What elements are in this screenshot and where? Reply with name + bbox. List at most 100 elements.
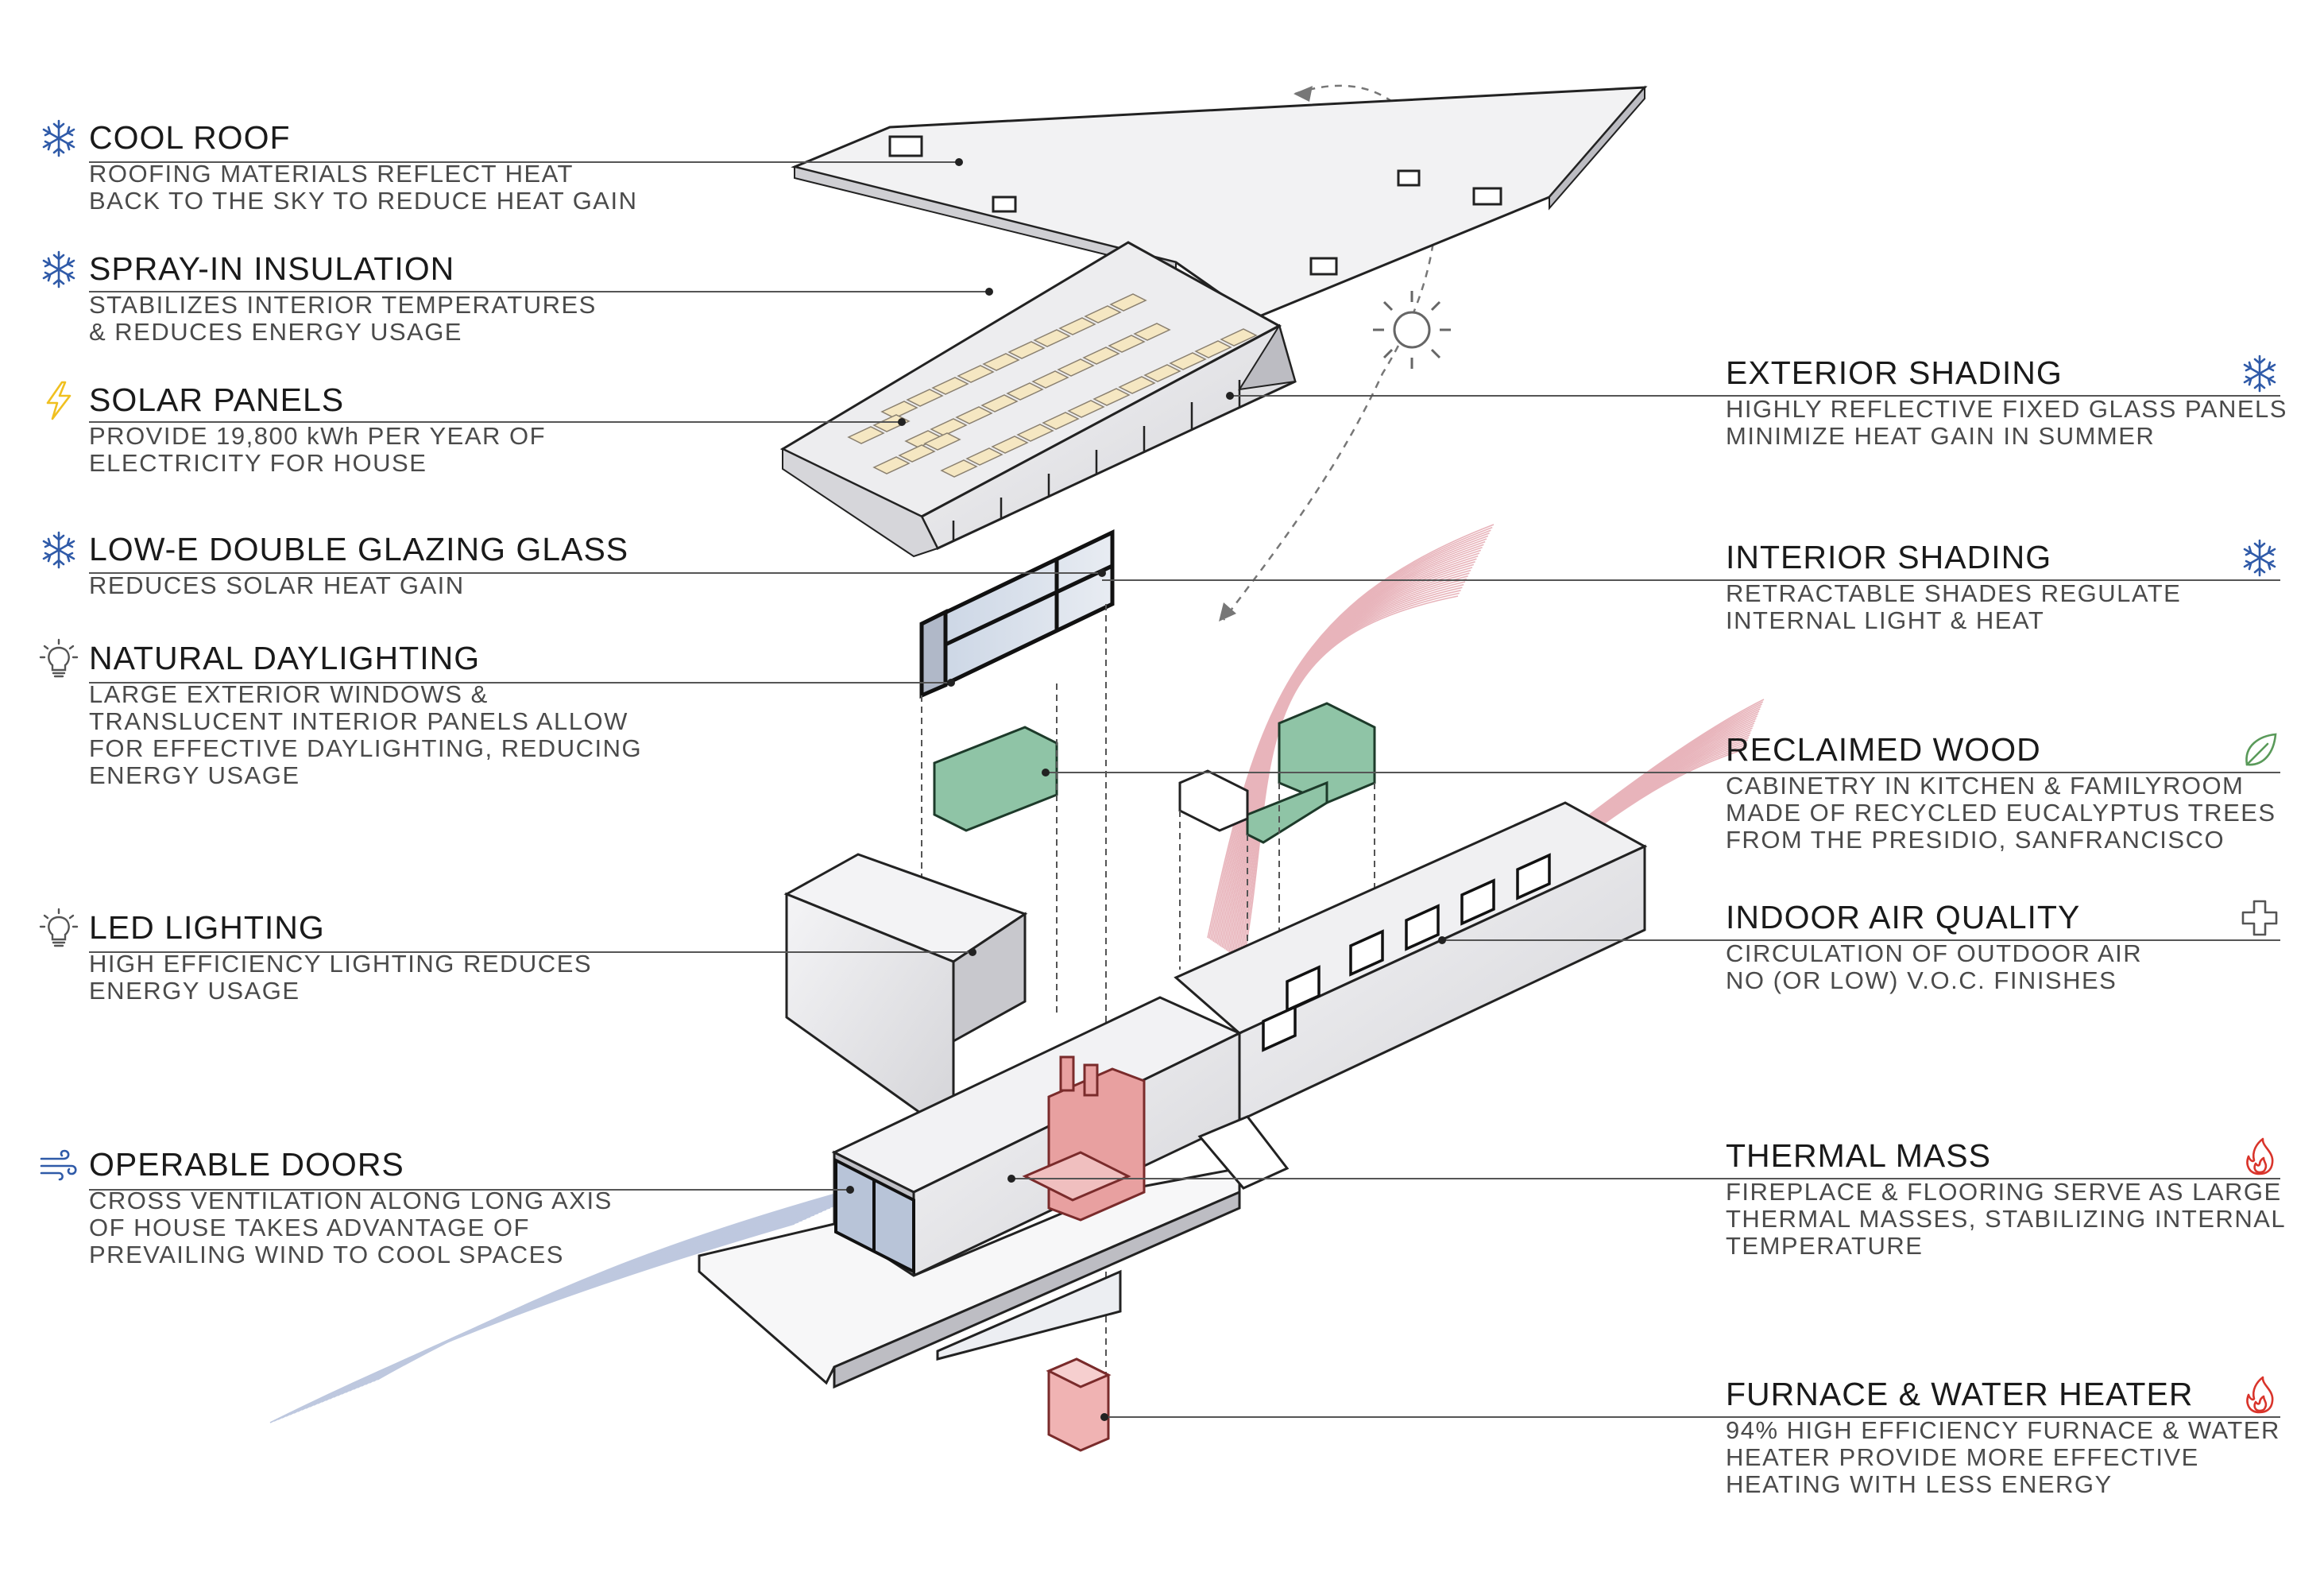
wind-stream bbox=[377, 1175, 903, 1381]
lightbulb-icon-wrapper bbox=[38, 638, 79, 684]
callout-title: NATURAL DAYLIGHTING bbox=[89, 640, 481, 676]
solar-panel bbox=[1133, 323, 1171, 341]
fireplace bbox=[1022, 1055, 1146, 1222]
solar-panel bbox=[1057, 358, 1095, 377]
callout-description: LARGE EXTERIOR WINDOWS &TRANSLUCENT INTE… bbox=[89, 681, 642, 789]
callout-description-line: TEMPERATURE bbox=[1726, 1232, 1924, 1260]
callout-title: THERMAL MASS bbox=[1726, 1137, 1991, 1174]
wind-icon bbox=[40, 1149, 77, 1181]
callout-description-line: 94% HIGH EFFICIENCY FURNACE & WATER bbox=[1726, 1416, 2280, 1444]
snowflake-icon-wrapper bbox=[38, 118, 79, 163]
callout-title: SPRAY-IN INSULATION bbox=[89, 250, 455, 287]
window bbox=[1516, 853, 1551, 900]
solar-panel bbox=[880, 401, 918, 419]
solar-panel bbox=[1033, 329, 1071, 347]
solar-panel bbox=[1143, 364, 1181, 382]
callout-description-line: LARGE EXTERIOR WINDOWS & bbox=[89, 680, 489, 708]
callout-title: LED LIGHTING bbox=[89, 909, 325, 946]
callout-description-line: PREVAILING WIND TO COOL SPACES bbox=[89, 1241, 564, 1268]
window bbox=[1349, 929, 1384, 977]
callout-description-line: OF HOUSE TAKES ADVANTAGE OF bbox=[89, 1214, 530, 1241]
callout-description-line: FIREPLACE & FLOORING SERVE AS LARGE bbox=[1726, 1178, 2282, 1206]
callout-description-line: MADE OF RECYCLED EUCALYPTUS TREES bbox=[1726, 799, 2276, 827]
callout-description-line: & REDUCES ENERGY USAGE bbox=[89, 318, 462, 346]
solar-panel bbox=[1084, 305, 1122, 323]
sun-path-arrow-bottom bbox=[1219, 602, 1236, 622]
solar-panel bbox=[982, 353, 1020, 371]
wind-icon-wrapper bbox=[38, 1144, 79, 1190]
callout-description-line: ENERGY USAGE bbox=[89, 761, 300, 789]
snowflake-icon-wrapper bbox=[2239, 537, 2280, 583]
lightbulb-icon-wrapper bbox=[38, 908, 79, 953]
leader-lines bbox=[89, 161, 2280, 1418]
counter-block bbox=[1178, 769, 1249, 832]
solar-panel bbox=[1058, 317, 1096, 335]
snowflake-icon-wrapper bbox=[38, 529, 79, 575]
callout-spray-in-insulation: SPRAY-IN INSULATION STABILIZES INTERIOR T… bbox=[89, 250, 597, 346]
projection-lines bbox=[921, 604, 1375, 1407]
callout-description-line: TRANSLUCENT INTERIOR PANELS ALLOW bbox=[89, 707, 628, 735]
solar-panel bbox=[1109, 293, 1147, 312]
leader-dots bbox=[846, 158, 1446, 1421]
callout-description-line: ENERGY USAGE bbox=[89, 977, 300, 1005]
callout-natural-daylighting: NATURAL DAYLIGHTING LARGE EXTERIOR WINDOW… bbox=[89, 640, 642, 789]
callout-title: LOW-E DOUBLE GLAZING GLASS bbox=[89, 531, 629, 567]
callout-description-line: PROVIDE 19,800 kWh PER YEAR OF bbox=[89, 422, 547, 450]
window bbox=[1262, 1005, 1297, 1052]
solar-panel bbox=[847, 426, 885, 444]
cross-icon bbox=[2241, 900, 2278, 936]
solar-panel bbox=[1082, 347, 1120, 365]
solar-panel bbox=[957, 365, 995, 383]
callout-title: EXTERIOR SHADING bbox=[1726, 354, 2063, 391]
callout-description-line: STABILIZES INTERIOR TEMPERATURES bbox=[89, 291, 597, 319]
callout-description-line: REDUCES SOLAR HEAT GAIN bbox=[89, 571, 465, 599]
callout-description: STABILIZES INTERIOR TEMPERATURES& REDUCE… bbox=[89, 292, 597, 346]
callout-title: OPERABLE DOORS bbox=[89, 1146, 404, 1183]
callout-description-line: HEATING WITH LESS ENERGY bbox=[1726, 1470, 2113, 1498]
callout-description-line: CIRCULATION OF OUTDOOR AIR bbox=[1726, 939, 2143, 967]
callout-thermal-mass: THERMAL MASS FIREPLACE & FLOORING SERVE A… bbox=[1726, 1137, 2286, 1260]
solar-panel bbox=[872, 456, 911, 474]
solar-panel bbox=[1092, 388, 1131, 406]
callout-low-e-double-glazing-glass: LOW-E DOUBLE GLAZING GLASS REDUCES SOLAR … bbox=[89, 531, 628, 599]
callout-description-line: FOR EFFECTIVE DAYLIGHTING, REDUCING bbox=[89, 734, 643, 762]
exterior-shading-fins bbox=[952, 380, 1241, 540]
lightbulb-icon bbox=[39, 908, 79, 947]
callout-title: FURNACE & WATER HEATER bbox=[1726, 1376, 2194, 1412]
wing-windows bbox=[1262, 853, 1551, 1052]
prevailing-wind-streams bbox=[269, 1175, 903, 1423]
leaf-icon-wrapper bbox=[2239, 730, 2280, 775]
callout-description-line: HIGHLY REFLECTIVE FIXED GLASS PANELS bbox=[1726, 395, 2287, 423]
flame-icon-wrapper bbox=[2239, 1136, 2280, 1181]
low-e-glazing-panel bbox=[919, 529, 1115, 699]
callout-description-line: CABINETRY IN KITCHEN & FAMILYROOM bbox=[1726, 772, 2245, 800]
callout-title: INDOOR AIR QUALITY bbox=[1726, 899, 2081, 935]
solar-panel bbox=[1108, 335, 1146, 353]
solar-panel bbox=[1194, 340, 1232, 358]
snowflake-icon bbox=[2243, 354, 2276, 393]
sun-icon bbox=[1373, 291, 1451, 369]
callout-description-line: BACK TO THE SKY TO REDUCE HEAT GAIN bbox=[89, 187, 638, 215]
cross-icon-wrapper bbox=[2239, 897, 2280, 943]
window bbox=[1286, 965, 1321, 1013]
solar-panel bbox=[955, 406, 993, 424]
solar-panel bbox=[991, 436, 1029, 454]
leaf-icon bbox=[2245, 733, 2277, 766]
callout-operable-doors: OPERABLE DOORS CROSS VENTILATION ALONG LO… bbox=[89, 1146, 613, 1268]
callout-title: INTERIOR SHADING bbox=[1726, 539, 2052, 575]
reclaimed-wood-cabinetry bbox=[933, 702, 1376, 844]
callout-description-line: ELECTRICITY FOR HOUSE bbox=[89, 449, 427, 477]
lightning-icon-wrapper bbox=[38, 380, 79, 425]
house-body bbox=[698, 801, 1648, 1389]
callout-indoor-air-quality: INDOOR AIR QUALITY CIRCULATION OF OUTDOOR… bbox=[1726, 899, 2142, 994]
